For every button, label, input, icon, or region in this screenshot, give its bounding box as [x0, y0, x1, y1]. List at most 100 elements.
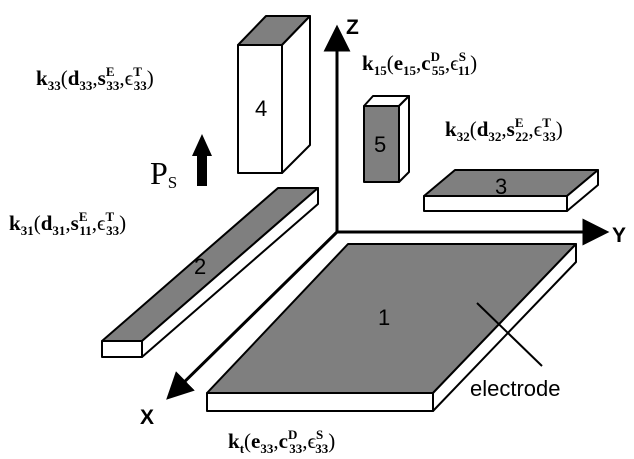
kt-label-param-1-subscript: 33 — [289, 441, 303, 456]
block-1-side-face — [432, 243, 577, 412]
k15-label-param-2: ϵ — [450, 51, 459, 75]
x-axis — [166, 230, 339, 400]
k31-label-open-paren: ( — [34, 211, 41, 235]
k31-label-param-0-subscript: 31 — [52, 223, 65, 238]
k32-label-param-1-superscript: E — [515, 115, 524, 130]
k32-label-param-2-superscript: T — [542, 115, 551, 130]
k32-label-sep-1: , — [528, 117, 533, 141]
kt-label-param-2-superscript: S — [316, 427, 323, 442]
k15-label-open-paren: ( — [387, 51, 394, 75]
kt-label-param-0-subscript: 33 — [260, 441, 274, 456]
k33-label-sep-0: , — [92, 66, 97, 90]
block-1 — [206, 243, 577, 412]
block-3-label: 3 — [495, 174, 507, 199]
kt-label-param-0: e — [251, 429, 260, 453]
k33-label-param-0-subscript: 33 — [79, 78, 93, 93]
kt-label-param-2: ϵ — [308, 429, 317, 453]
k31-label-param-1-superscript: E — [79, 209, 88, 224]
k15-label-param-0: e — [394, 51, 403, 75]
kt-label-k-subscript: t — [240, 441, 245, 456]
k31-label-param-1-subscript: 11 — [79, 223, 91, 238]
k31-label-param-0: d — [41, 211, 53, 235]
k31-label-sep-1: , — [92, 211, 97, 235]
block-1-front-face — [206, 392, 434, 412]
k32-label-k: k — [445, 117, 457, 141]
k32-label-sep-0: , — [501, 117, 506, 141]
block-5-side-face — [398, 95, 410, 183]
kt-label-sep-2: ) — [328, 429, 335, 453]
block-4-label: 4 — [255, 96, 267, 121]
block-2-side-face — [141, 187, 319, 358]
k31-label-k-subscript: 31 — [21, 223, 34, 238]
k32-label-open-paren: ( — [470, 117, 477, 141]
k32-label-sep-2: ) — [556, 117, 563, 141]
k33-label-param-1-subscript: 33 — [106, 78, 120, 93]
k33-label-sep-1: , — [119, 66, 124, 90]
k31-label-sep-0: , — [65, 211, 70, 235]
kt-label-param-1-superscript: D — [288, 427, 297, 442]
k32-label-param-1: s — [507, 117, 515, 141]
k33-label-param-1-superscript: E — [106, 64, 115, 79]
polarization-subscript: S — [168, 173, 177, 192]
k33-label-param-1: s — [98, 66, 106, 90]
k33-label-sep-2: ) — [147, 66, 154, 90]
kt-label-k: k — [228, 429, 240, 453]
k15-label-param-2-subscript: 11 — [458, 63, 470, 78]
polarization-symbol: PS — [150, 155, 177, 192]
k15-label-param-2-superscript: S — [459, 49, 466, 64]
k33-label-param-2-subscript: 33 — [134, 78, 148, 93]
k33-label-k-subscript: 33 — [48, 78, 62, 93]
k15-label-param-1: c — [421, 51, 430, 75]
k15-label-param-1-subscript: 55 — [432, 63, 446, 78]
k33-label-k: k — [36, 66, 48, 90]
k32-label-param-0-subscript: 32 — [488, 129, 501, 144]
kt-label-open-paren: ( — [244, 429, 251, 453]
polarization-indicator: PS — [150, 134, 212, 192]
k33-label-param-2-superscript: T — [133, 64, 142, 79]
block-4 — [237, 15, 311, 174]
k31-label-sep-2: ) — [119, 211, 126, 235]
block-2-front-face — [101, 340, 143, 358]
block-4-side-face — [281, 15, 311, 174]
y-axis-label: Y — [612, 224, 626, 247]
k32-label-param-2-subscript: 33 — [543, 129, 557, 144]
kt-label-sep-1: , — [302, 429, 307, 453]
block-3 — [423, 169, 599, 212]
polarization-arrow-head — [192, 134, 212, 156]
k33-label-param-2: ϵ — [125, 66, 134, 90]
kt-label-param-2-subscript: 33 — [315, 441, 329, 456]
k15-label-param-1-superscript: D — [431, 49, 440, 64]
kt-label-sep-0: , — [273, 429, 278, 453]
k32-label-param-2: ϵ — [534, 117, 543, 141]
coordinate-axes — [166, 24, 610, 400]
k15-label-sep-1: , — [445, 51, 450, 75]
k33-label-param-0: d — [68, 66, 80, 90]
kt-label-param-1: c — [279, 429, 288, 453]
polarization-arrow-shaft — [197, 155, 207, 186]
k33-label-open-paren: ( — [61, 66, 68, 90]
k15-label-sep-2: ) — [470, 51, 477, 75]
electrode-label: electrode — [470, 376, 561, 401]
block-5 — [363, 95, 410, 183]
k15-label-k-subscript: 15 — [374, 63, 388, 78]
block-3-side-face — [566, 169, 599, 212]
k31-label-param-1: s — [71, 211, 79, 235]
block-2-label: 2 — [194, 254, 206, 279]
k31-label-param-2-subscript: 33 — [106, 223, 120, 238]
block-2 — [101, 187, 319, 358]
k15-label-param-0-subscript: 15 — [403, 63, 417, 78]
block-5-label: 5 — [374, 132, 386, 157]
x-axis-label: X — [140, 406, 154, 429]
k31-label-param-2: ϵ — [97, 211, 106, 235]
k31-label-param-2-superscript: T — [105, 209, 114, 224]
